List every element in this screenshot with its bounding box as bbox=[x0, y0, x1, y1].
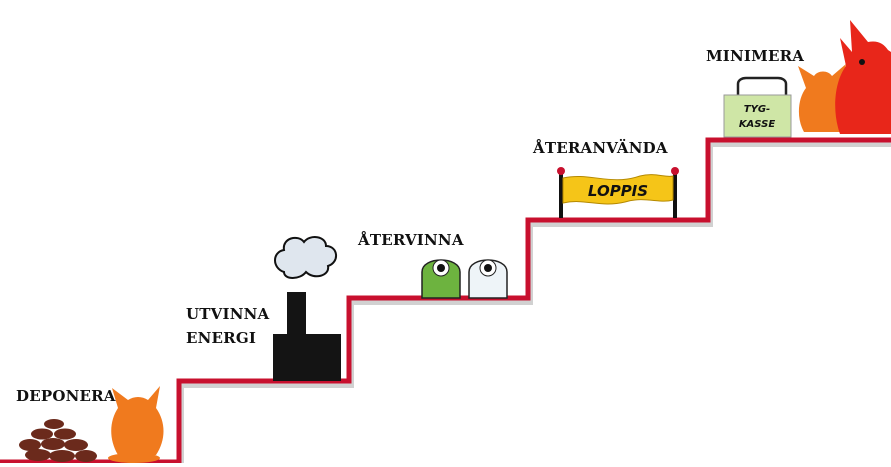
white-bin-icon bbox=[468, 259, 508, 299]
banner-text: LOPPIS bbox=[588, 182, 648, 200]
recycling-bins-icon bbox=[421, 259, 508, 299]
step-label-line: MINIMERA bbox=[706, 47, 805, 65]
smoke-cloud-icon bbox=[274, 236, 337, 279]
banner-icon: LOPPIS bbox=[557, 167, 679, 218]
step-label-minimera: MINIMERA bbox=[706, 44, 804, 68]
orange-creature-icon bbox=[798, 64, 848, 132]
rock-pile-icon bbox=[19, 419, 97, 462]
bag-text-line1: TYG- bbox=[744, 104, 770, 115]
step-label-line: DEPONERA bbox=[16, 387, 116, 405]
step-label-ateranvanda: ÅTERANVÄNDA bbox=[533, 136, 668, 160]
green-bin-icon bbox=[421, 259, 461, 299]
step-label-line: ÅTERVINNA bbox=[358, 231, 464, 249]
step-label-deponera: DEPONERA bbox=[16, 384, 116, 408]
tote-bag-icon: TYG- KASSE bbox=[723, 76, 792, 138]
step-label-line: ENERGI bbox=[186, 329, 257, 347]
orange-creature-icon bbox=[108, 386, 164, 463]
step-label-utvinna-energi: UTVINNA ENERGI bbox=[186, 302, 269, 350]
step-label-line: ÅTERANVÄNDA bbox=[533, 139, 668, 157]
step-label-line: UTVINNA bbox=[186, 305, 270, 323]
red-creature-icon bbox=[835, 20, 891, 134]
step-label-atervinna: ÅTERVINNA bbox=[358, 228, 464, 252]
factory-icon bbox=[273, 236, 341, 381]
bag-text-line2: KASSE bbox=[739, 119, 776, 130]
